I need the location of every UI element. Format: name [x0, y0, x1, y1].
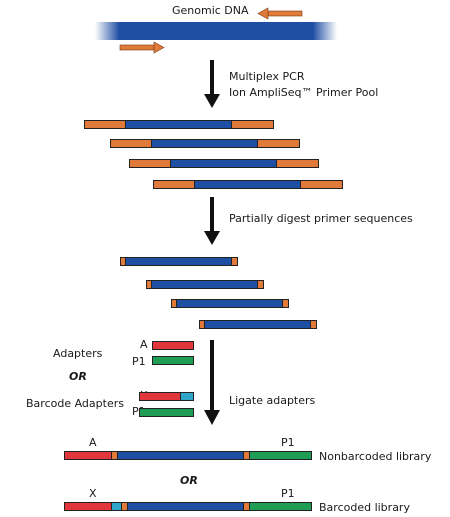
barcode-adapters-label: Barcode Adapters	[26, 397, 124, 410]
step3-label: Ligate adapters	[229, 394, 316, 407]
primer-stub	[244, 451, 250, 460]
step-arrow-1	[204, 60, 220, 108]
amplicon-body	[177, 299, 283, 308]
amplicon-body	[195, 180, 301, 189]
adapter-p1-label: P1	[132, 355, 146, 368]
barcode-adapter-p1	[139, 408, 194, 417]
or-separator-2: OR	[180, 474, 198, 487]
adapter-p1-segment	[250, 502, 312, 511]
library-x-label: X	[89, 487, 97, 500]
primer-end	[153, 180, 195, 189]
primer-end	[84, 120, 126, 129]
amplicon-body	[152, 139, 258, 148]
amplicon-body	[171, 159, 277, 168]
primer-stub	[258, 280, 264, 289]
adapter-p1	[152, 356, 194, 365]
step1-label-line1: Multiplex PCR	[229, 70, 305, 83]
primer-stub	[311, 320, 317, 329]
nonbarcoded-library-label: Nonbarcoded library	[319, 450, 432, 463]
library-p1-label: P1	[281, 436, 295, 449]
reverse-primer-arrow	[257, 7, 303, 20]
library-a-label: A	[89, 436, 97, 449]
step1-label-line2: Ion AmpliSeq™ Primer Pool	[229, 86, 379, 99]
step-arrow-2	[204, 197, 220, 245]
primer-stub	[122, 502, 128, 511]
amplicon-body	[128, 502, 244, 511]
adapter-a-label: A	[140, 338, 148, 351]
primer-stub	[232, 257, 238, 266]
primer-stub	[283, 299, 289, 308]
or-separator-1: OR	[69, 370, 87, 383]
amplicon-body	[205, 320, 311, 329]
adapter-a-segment	[64, 451, 112, 460]
step-arrow-3	[204, 340, 220, 425]
primer-stub	[112, 451, 118, 460]
library-p1-label-barcoded: P1	[281, 487, 295, 500]
adapter-x-segment	[64, 502, 112, 511]
amplicon-body	[126, 257, 232, 266]
primer-end	[232, 120, 274, 129]
forward-primer-arrow	[119, 41, 165, 54]
barcode-segment	[112, 502, 122, 511]
amplicon-body	[152, 280, 258, 289]
adapter-a	[152, 341, 194, 350]
adapter-p1-segment	[250, 451, 312, 460]
adapter-x-segment	[139, 392, 181, 401]
adapters-label: Adapters	[53, 347, 103, 360]
primer-end	[129, 159, 171, 168]
genomic-dna-strand	[95, 22, 337, 40]
primer-stub	[199, 320, 205, 329]
barcode-segment	[181, 392, 194, 401]
primer-end	[258, 139, 300, 148]
primer-stub	[171, 299, 177, 308]
primer-stub	[120, 257, 126, 266]
primer-stub	[244, 502, 250, 511]
primer-stub	[146, 280, 152, 289]
primer-end	[277, 159, 319, 168]
primer-end	[110, 139, 152, 148]
step2-label: Partially digest primer sequences	[229, 212, 413, 225]
primer-end	[301, 180, 343, 189]
barcoded-library-label: Barcoded library	[319, 501, 410, 514]
genomic-dna-label: Genomic DNA	[172, 4, 249, 17]
amplicon-body	[118, 451, 244, 460]
amplicon-body	[126, 120, 232, 129]
